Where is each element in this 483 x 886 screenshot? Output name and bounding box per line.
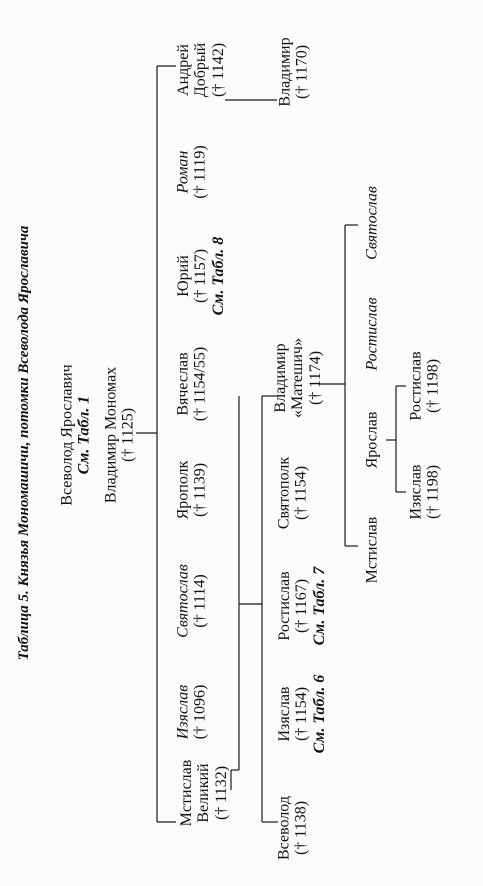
monomakh-name: Владимир Мономах	[102, 366, 120, 504]
grandson-node-izyaslav: Изяслав († 1154) См. Табл. 6	[276, 674, 328, 754]
ggrandson-node-yaroslav: Ярослав	[363, 411, 381, 469]
son-node-izyaslav: Изяслав († 1096)	[174, 684, 209, 740]
monomakh-dates: († 1125)	[120, 407, 137, 463]
son-node-yuri: Юрий († 1157) См. Табл. 8	[175, 236, 227, 316]
son-node-vyacheslav: Вячеслав († 1154/55)	[174, 346, 209, 422]
son-node-roman: Роман († 1119)	[174, 145, 209, 199]
table-title: Таблица 5. Князья Мономашичи, потомки Вс…	[15, 225, 32, 661]
son-node-andrei: Андрей Добрый († 1142)	[175, 42, 227, 98]
grandson-node-vsevolod: Всеволод († 1138)	[275, 796, 310, 860]
andrei-son-vladimir: Владимир († 1170)	[276, 37, 311, 107]
ggrandson-node-svyatoslav: Святослав	[363, 186, 381, 260]
root-node: Всеволод Ярославич См. Табл. 1	[59, 364, 94, 505]
son-node-svyatoslav: Святослав († 1114)	[174, 564, 209, 638]
ggrandson-node-mstislav: Мстислав	[363, 516, 381, 584]
ggrandson-node-rostislav: Ростислав	[363, 297, 381, 371]
gggrandson-node-izyaslav: Изяслав († 1198)	[407, 464, 442, 520]
root-ref: См. Табл. 1	[76, 395, 93, 475]
gggrandson-node-rostislav: Ростислав († 1198)	[407, 351, 442, 421]
son-node-mstislav: Мстислав Великий († 1132)	[178, 759, 230, 827]
son-node-yaropolk: Ярополк († 1139)	[174, 460, 209, 520]
grandson-node-svyatopolk: Святополк († 1154)	[275, 456, 310, 530]
grandson-node-vladimir-mateshich: Владимир «Матешич» († 1174)	[272, 338, 324, 418]
monomakh-node: Владимир Мономах († 1125)	[103, 367, 138, 503]
root-name: Всеволод Ярославич	[58, 364, 76, 506]
grandson-node-rostislav: Ростислав († 1167) См. Табл. 7	[276, 566, 328, 646]
